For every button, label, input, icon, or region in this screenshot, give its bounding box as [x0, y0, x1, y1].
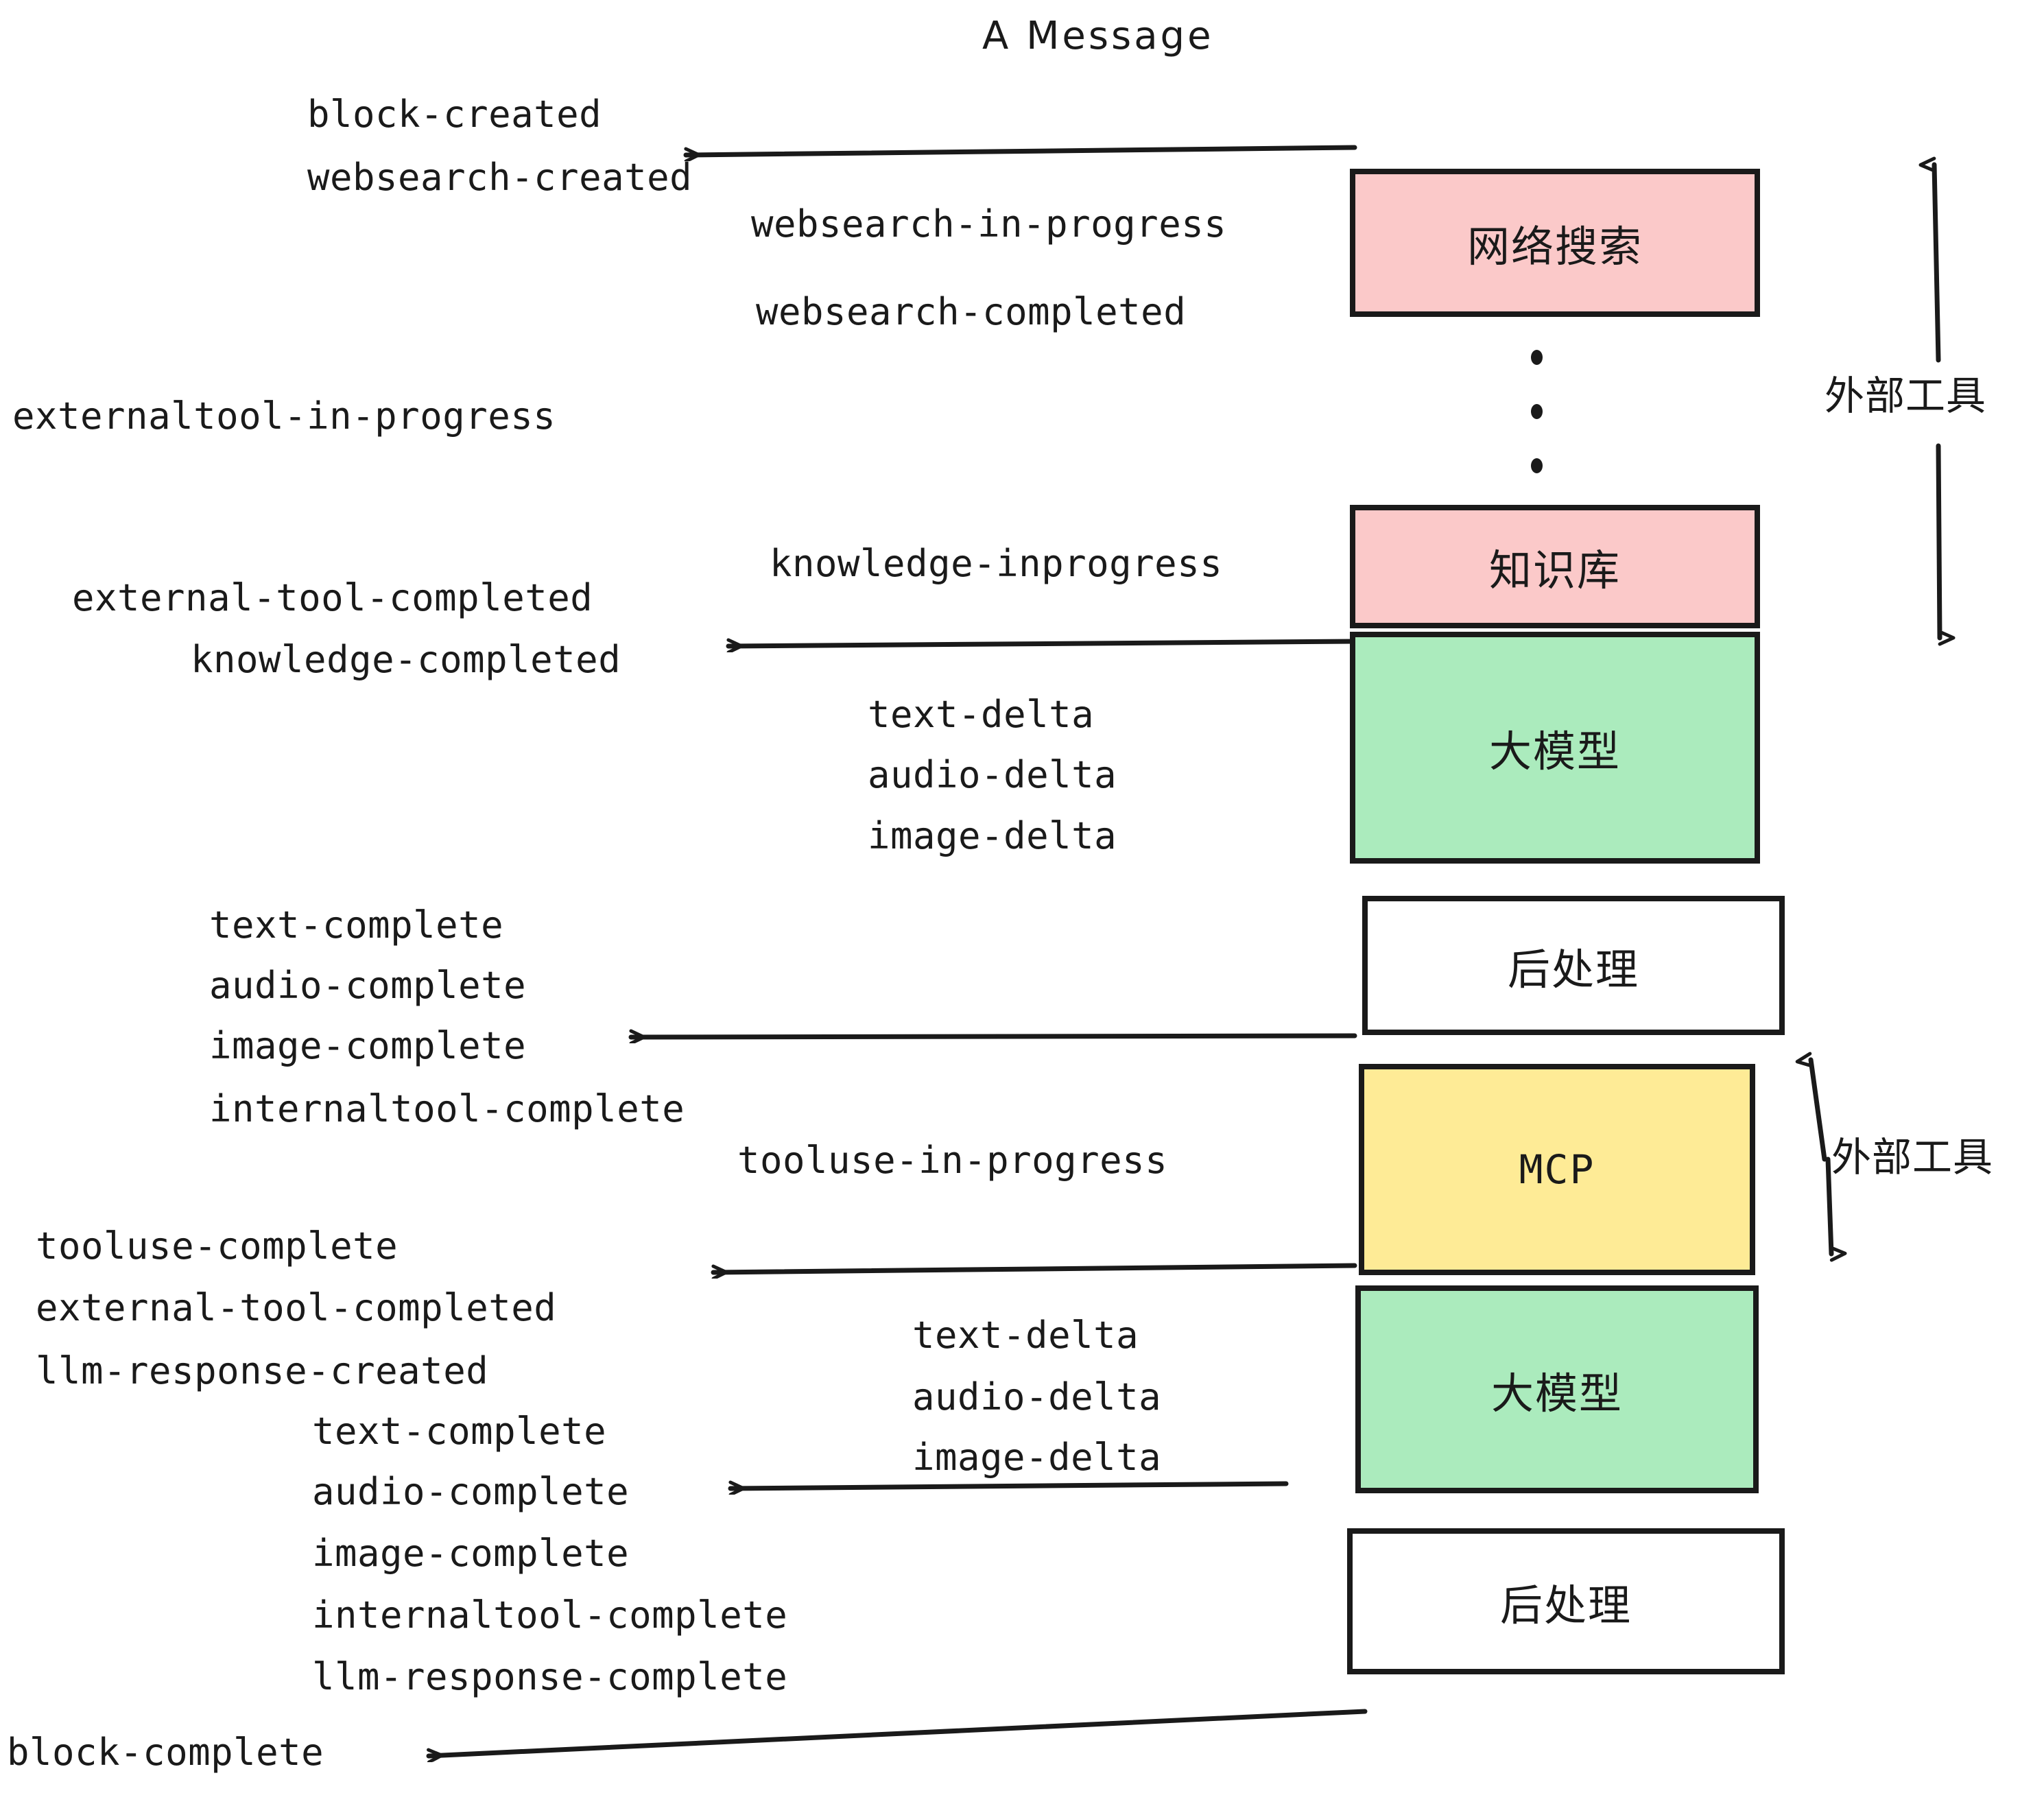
- event-text-complete-2: text-complete: [312, 1410, 607, 1453]
- event-image-delta-2: image-delta: [912, 1436, 1162, 1479]
- event-image-complete-1: image-complete: [209, 1024, 527, 1067]
- arrow-tooluse-complete: [711, 1263, 1357, 1272]
- page-title: A Message: [982, 14, 1214, 58]
- event-audio-complete-2: audio-complete: [312, 1470, 630, 1513]
- arrow-image-complete: [628, 1036, 1357, 1037]
- annotation-external-tools-bottom: 外部工具: [1831, 1134, 1994, 1180]
- event-image-delta-1: image-delta: [868, 814, 1117, 857]
- event-tooluse-in-progress: tooluse-in-progress: [737, 1139, 1168, 1182]
- bracket-external-tools-top: [1934, 165, 1940, 638]
- event-block-complete: block-complete: [7, 1731, 324, 1774]
- arrow-websearch-created: [683, 145, 1357, 155]
- box-llm-1[interactable]: [1350, 632, 1760, 864]
- event-knowledge-inprogress: knowledge-inprogress: [770, 542, 1223, 585]
- event-external-tool-completed-1: external-tool-completed: [72, 576, 593, 619]
- event-websearch-created: websearch-created: [307, 156, 693, 199]
- arrow-knowledge-completed: [726, 641, 1357, 646]
- event-internaltool-complete-2: internaltool-complete: [312, 1593, 788, 1637]
- annotation-external-tools-top: 外部工具: [1825, 372, 1987, 419]
- event-external-tool-completed-2: external-tool-completed: [36, 1286, 557, 1329]
- event-tooluse-complete: tooluse-complete: [36, 1224, 399, 1268]
- box-postprocess-2[interactable]: [1347, 1528, 1785, 1674]
- box-postprocess-1[interactable]: [1362, 896, 1785, 1035]
- bracket-external-tools-bottom: [1811, 1060, 1831, 1254]
- event-text-delta-2: text-delta: [912, 1314, 1139, 1357]
- event-audio-delta-1: audio-delta: [868, 753, 1117, 796]
- box-websearch[interactable]: [1350, 169, 1760, 317]
- event-llm-response-complete: llm-response-complete: [312, 1655, 788, 1698]
- event-websearch-completed: websearch-completed: [756, 290, 1187, 333]
- event-image-complete-2: image-complete: [312, 1532, 630, 1575]
- event-audio-delta-2: audio-delta: [912, 1375, 1162, 1419]
- event-websearch-in-progress: websearch-in-progress: [751, 202, 1227, 246]
- box-knowledge[interactable]: [1350, 505, 1760, 628]
- event-externaltool-in-progress: externaltool-in-progress: [12, 394, 556, 438]
- box-llm-2[interactable]: [1355, 1285, 1759, 1493]
- event-text-delta-1: text-delta: [868, 693, 1095, 736]
- event-llm-response-created: llm-response-created: [36, 1349, 489, 1392]
- event-text-complete-1: text-complete: [209, 903, 504, 947]
- event-knowledge-completed: knowledge-completed: [191, 638, 621, 681]
- event-internaltool-complete-1: internaltool-complete: [209, 1087, 685, 1130]
- event-block-created: block-created: [307, 93, 602, 136]
- vertical-ellipsis-icon: [1530, 350, 1543, 473]
- arrow-block-complete: [426, 1709, 1368, 1756]
- box-mcp[interactable]: [1359, 1064, 1755, 1275]
- event-audio-complete-1: audio-complete: [209, 964, 527, 1007]
- arrow-audio-complete: [728, 1484, 1289, 1488]
